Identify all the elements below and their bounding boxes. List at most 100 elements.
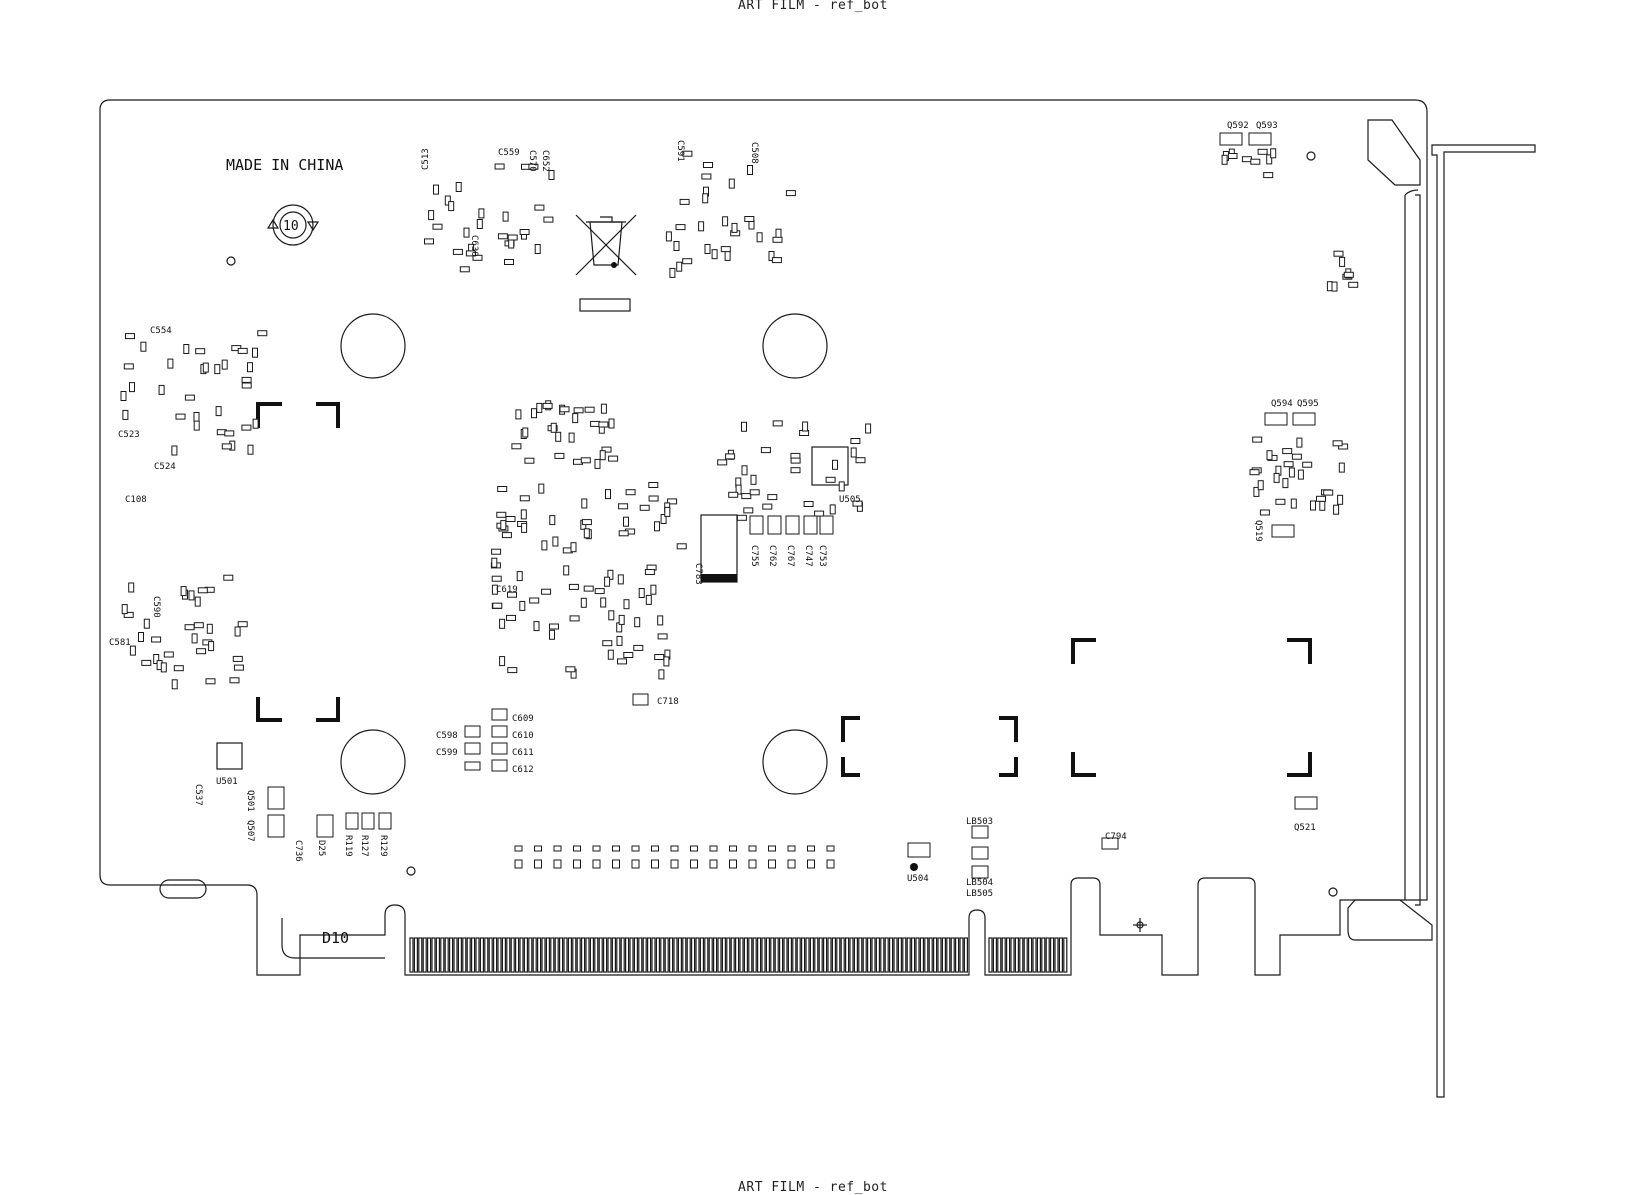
resistor-pad (378, 812, 392, 830)
smd-pad (1263, 172, 1274, 179)
edge-finger (633, 937, 639, 973)
edge-finger (409, 937, 414, 973)
smd-pad (491, 548, 502, 555)
edge-finger (413, 937, 418, 973)
smd-pad (492, 602, 503, 609)
smd-pad (660, 514, 667, 524)
edge-finger (1023, 937, 1028, 973)
reference-labels: C559 C570 C652 C513 C630 C591 C508 C554 … (109, 121, 1319, 899)
u504-pad (907, 842, 931, 858)
smd-pad (807, 845, 815, 852)
edge-finger (1063, 937, 1068, 973)
smd-pad (768, 251, 775, 261)
smd-pad (623, 652, 634, 658)
smd-pad (463, 227, 470, 238)
edge-finger (1054, 937, 1059, 973)
capacitor-pad (464, 742, 481, 755)
label-c652: C652 (540, 150, 550, 172)
smd-pad (701, 173, 712, 180)
smd-pad (511, 443, 522, 450)
smd-pad (171, 445, 178, 456)
smd-pad (433, 184, 439, 195)
smd-pad (658, 669, 665, 680)
edge-finger (624, 937, 630, 973)
smd-pad (151, 636, 162, 643)
edge-finger (462, 937, 467, 973)
smd-pad (747, 165, 753, 175)
label-c630: C630 (469, 235, 479, 257)
smd-pad (497, 486, 508, 492)
edge-finger (475, 937, 480, 973)
smd-pad (592, 859, 601, 869)
transistor-package (1248, 132, 1272, 146)
smd-pad (633, 644, 644, 651)
smd-pad (221, 443, 232, 450)
smd-pad (682, 150, 693, 157)
edge-finger (858, 937, 863, 973)
smd-pad (743, 507, 754, 514)
smd-pad (651, 859, 659, 869)
smd-pad (650, 584, 657, 595)
smd-pad (654, 521, 660, 532)
mount-hole-tl (340, 313, 406, 379)
smd-pad (850, 438, 861, 444)
edge-connector (409, 937, 1068, 973)
inductor-pad (971, 846, 989, 860)
c783-body (700, 514, 738, 583)
edge-finger (493, 937, 498, 973)
bracket-tab-bottom (1347, 899, 1433, 941)
edge-finger (611, 937, 617, 973)
smd-pad (676, 543, 687, 550)
pin1-dot (910, 863, 918, 871)
edge-finger (932, 937, 938, 973)
label-lb505: LB505 (966, 889, 993, 899)
smd-pad (1275, 498, 1286, 505)
edge-finger (988, 937, 993, 973)
smd-pad (472, 254, 483, 261)
smd-pad (553, 845, 562, 852)
smd-pad (829, 504, 836, 515)
smd-pad (1338, 443, 1349, 450)
edge-finger (748, 937, 753, 973)
label-c581: C581 (109, 638, 131, 648)
edge-finger (580, 937, 586, 973)
label-q521: Q521 (1294, 823, 1316, 833)
smd-pad (175, 413, 186, 420)
label-c524: C524 (154, 462, 176, 472)
edge-finger (1032, 937, 1037, 973)
smd-pad (600, 597, 607, 608)
smd-pad (237, 347, 248, 354)
edge-finger (695, 937, 700, 973)
edge-finger (924, 937, 929, 973)
smd-pad (790, 467, 801, 474)
smd-pad (623, 516, 629, 527)
edge-finger (1041, 937, 1046, 973)
edge-finger (822, 937, 828, 973)
smd-pad (826, 845, 835, 852)
smd-pad (1266, 154, 1273, 165)
smd-pad (214, 364, 221, 375)
edge-finger (730, 937, 735, 973)
smd-pad (208, 641, 215, 652)
smd-pad (559, 406, 570, 413)
smd-pad (663, 656, 670, 667)
smd-pad (748, 859, 757, 869)
edge-finger (783, 937, 788, 973)
transistor-package (1271, 524, 1295, 538)
smd-pad (507, 234, 518, 241)
component-pads (120, 132, 1359, 879)
capacitor-pad (464, 725, 481, 738)
smd-pad (123, 611, 134, 618)
edge-finger (712, 937, 718, 973)
smd-pad (1332, 440, 1343, 447)
label-d25: D25 (316, 840, 326, 856)
smd-pad (206, 623, 213, 634)
smd-pad (197, 587, 208, 594)
label-q592: Q592 (1227, 121, 1249, 131)
bracket-inner (1404, 189, 1419, 900)
smd-pad (565, 666, 576, 673)
smd-pad (1333, 250, 1344, 257)
smd-pad (491, 575, 502, 582)
edge-finger (928, 937, 933, 973)
edge-finger (682, 937, 687, 973)
